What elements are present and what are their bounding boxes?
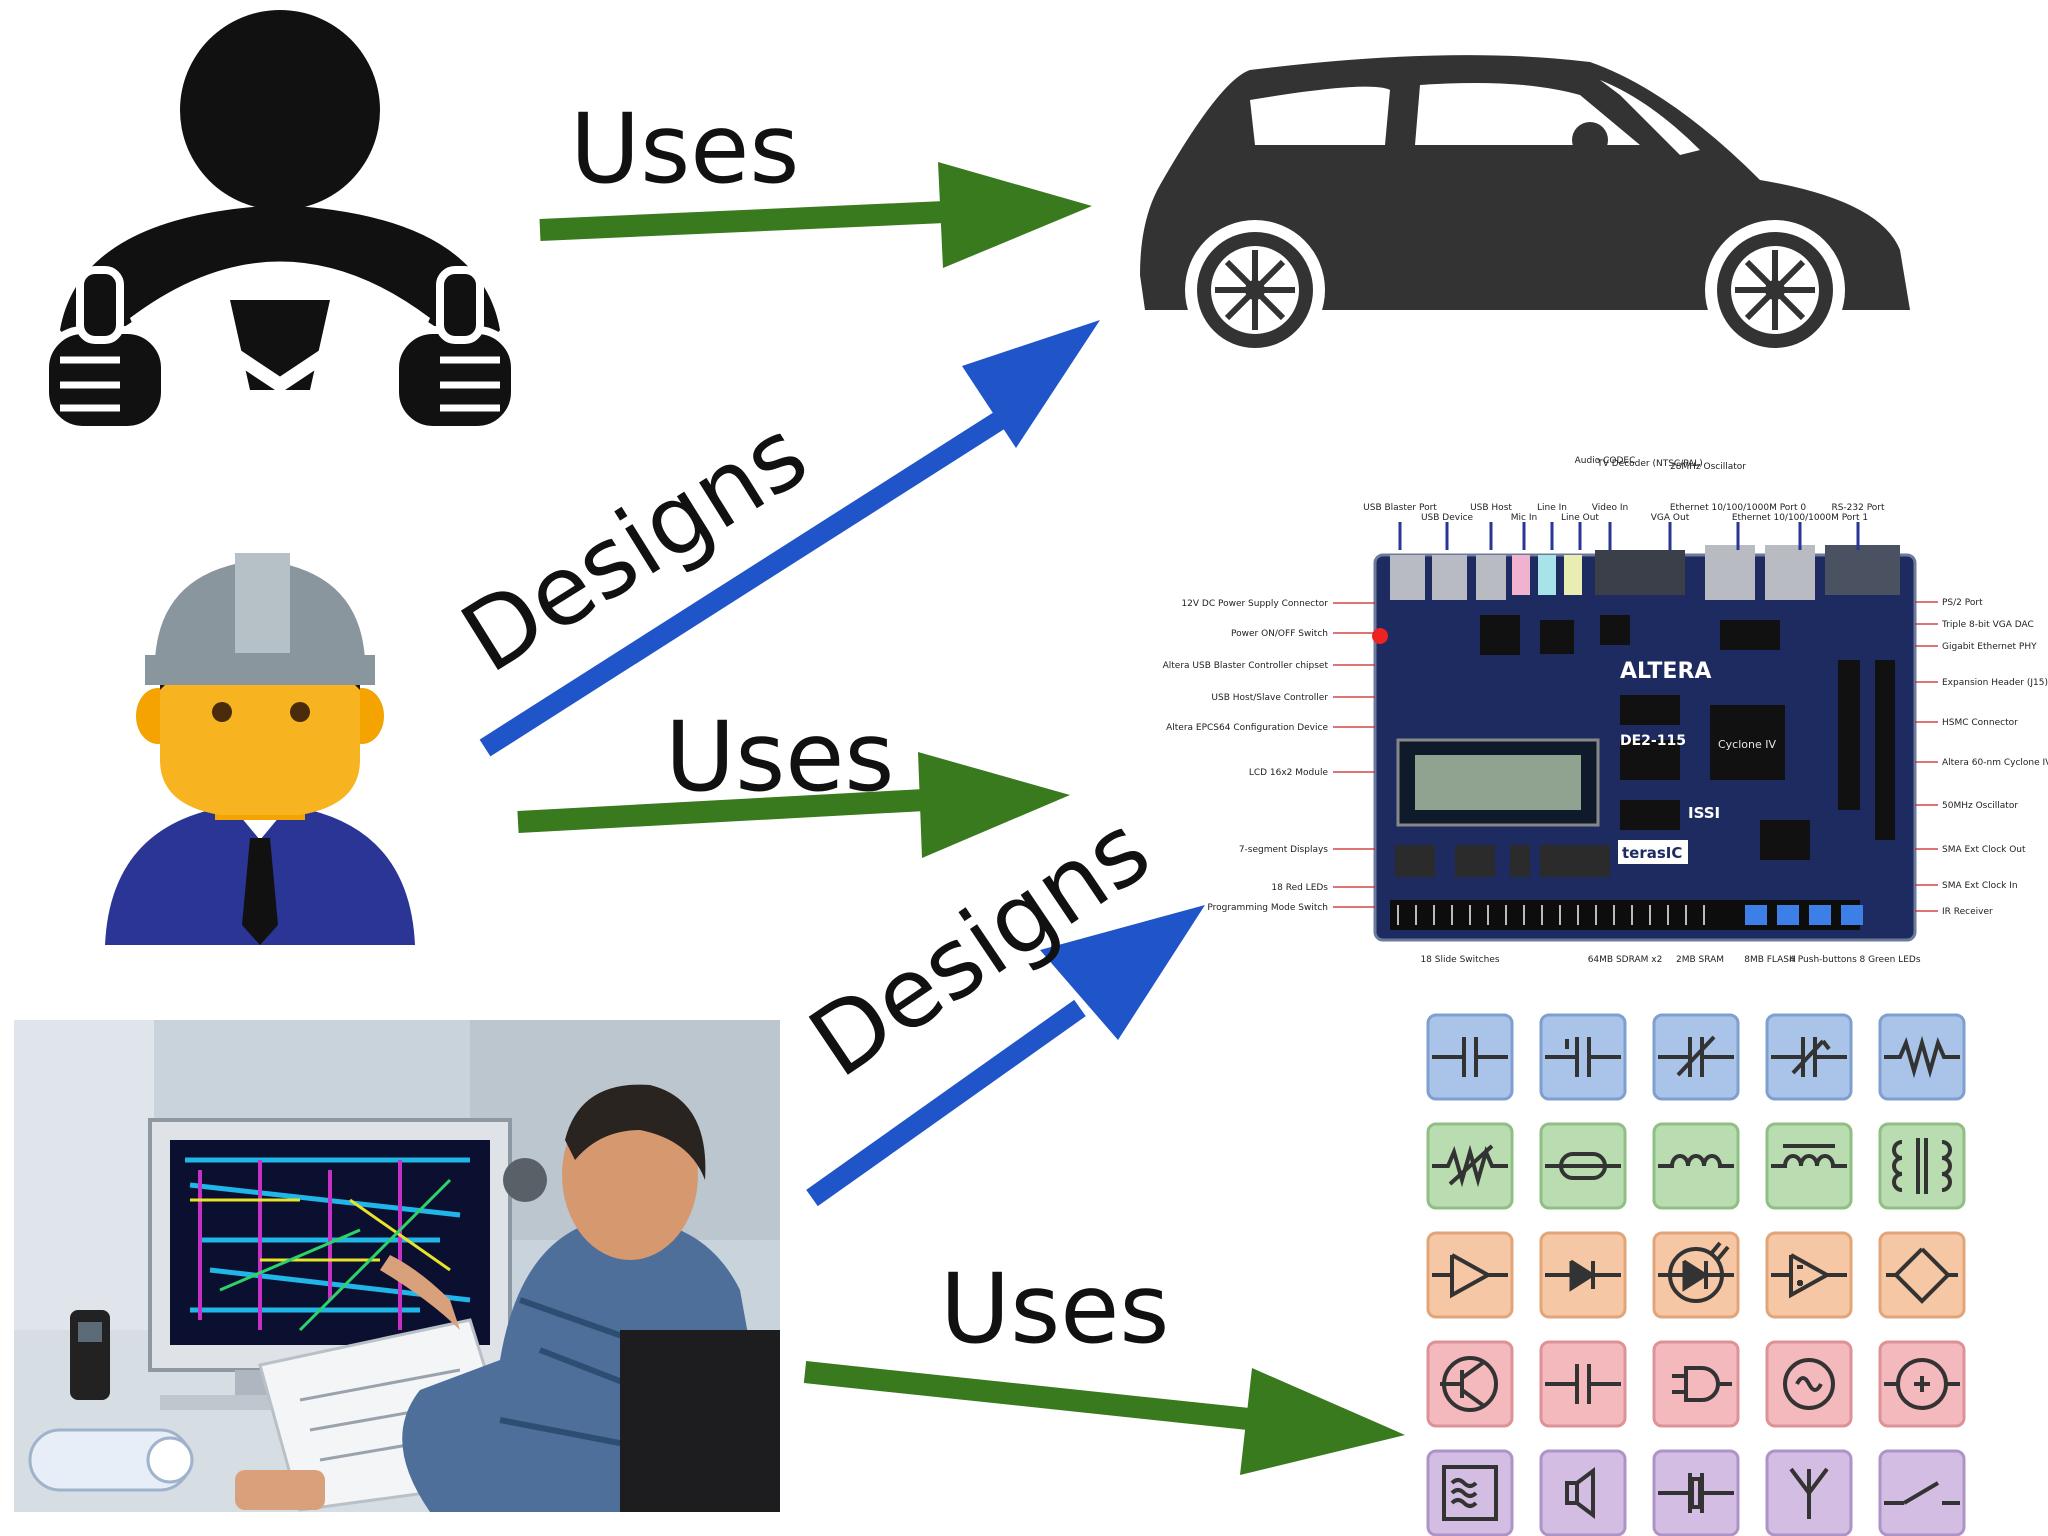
board-callout: PS/2 Port bbox=[1942, 598, 1983, 608]
board-callout: Altera 60-nm Cyclone IV E FPGA with 115K… bbox=[1942, 758, 2048, 768]
board-maker: terasIC bbox=[1622, 844, 1682, 862]
board-callout: 50MHz Oscillator bbox=[1942, 801, 2018, 811]
board-callout: HSMC Connector bbox=[1942, 718, 2018, 728]
diode-icon bbox=[1539, 1231, 1627, 1319]
board-callout: Expansion Header (J15) (with Protection … bbox=[1942, 678, 2048, 688]
board-callout: USB Device bbox=[1421, 513, 1474, 523]
board-callout: USB Host bbox=[1470, 503, 1512, 513]
switch-icon bbox=[1878, 1449, 1966, 1536]
led-icon bbox=[1652, 1231, 1740, 1319]
trimmer-capacitor-icon bbox=[1765, 1013, 1853, 1101]
op-amp-icon bbox=[1765, 1231, 1853, 1319]
label-engineer-uses-board: Uses bbox=[665, 701, 894, 813]
board-callout: 64MB SDRAM x2 bbox=[1588, 955, 1663, 965]
board-callout: USB Host/Slave Controller bbox=[1211, 693, 1328, 703]
capacitor-icon bbox=[1426, 1013, 1514, 1101]
antenna-icon bbox=[1765, 1449, 1853, 1536]
board-callout: SMA Ext Clock Out bbox=[1942, 845, 2026, 855]
board-callout: 28MHz Oscillator bbox=[1670, 462, 1746, 472]
chip-label: Cyclone IV bbox=[1718, 738, 1777, 751]
arrow-driver-uses-car: Uses bbox=[539, 93, 1092, 268]
variable-resistor-icon bbox=[1426, 1122, 1514, 1210]
plug-icon bbox=[1652, 1340, 1740, 1428]
fuse-icon bbox=[1539, 1122, 1627, 1210]
board-callout: 8MB FLASH bbox=[1744, 955, 1796, 965]
electronic-symbols-grid bbox=[1426, 1013, 1966, 1536]
board-callout: 18 Red LEDs bbox=[1271, 883, 1328, 893]
memory-brand: ISSI bbox=[1688, 804, 1720, 822]
board-callout: 4 Push-buttons bbox=[1789, 955, 1857, 965]
board-callout: Altera EPCS64 Configuration Device bbox=[1166, 723, 1328, 733]
board-callout: Video In bbox=[1592, 503, 1628, 513]
board-model: DE2-115 bbox=[1620, 733, 1686, 749]
amplifier-icon bbox=[1426, 1231, 1514, 1319]
pcb-designer-photo bbox=[14, 1020, 780, 1512]
arrow-engineer-uses-board: Uses bbox=[517, 701, 1070, 858]
board-callout: Programming Mode Switch bbox=[1207, 903, 1328, 913]
board-callout: VGA Out bbox=[1651, 513, 1690, 523]
board-callout: 2MB SRAM bbox=[1676, 955, 1724, 965]
board-brand: ALTERA bbox=[1620, 659, 1711, 684]
label-designer-uses-components: Uses bbox=[940, 1253, 1169, 1365]
board-callout: 7-segment Displays bbox=[1239, 845, 1328, 855]
board-callout: USB Blaster Port bbox=[1363, 503, 1437, 513]
board-callout: Mic In bbox=[1511, 513, 1537, 523]
board-callout: Line Out bbox=[1561, 513, 1599, 523]
board-callout: Ethernet 10/100/1000M Port 0 bbox=[1670, 503, 1807, 513]
board-callout: Altera USB Blaster Controller chipset bbox=[1163, 661, 1329, 671]
board-callout: LCD 16x2 Module bbox=[1249, 768, 1329, 778]
transistor-icon bbox=[1426, 1340, 1514, 1428]
board-callout: Triple 8-bit VGA DAC bbox=[1941, 620, 2034, 630]
iron-core-inductor-icon bbox=[1765, 1122, 1853, 1210]
resistor-icon bbox=[1878, 1013, 1966, 1101]
car-silhouette-icon bbox=[1140, 55, 1910, 360]
board-callout: Power ON/OFF Switch bbox=[1231, 629, 1328, 639]
board-callout: Line In bbox=[1537, 503, 1567, 513]
transformer-icon bbox=[1878, 1122, 1966, 1210]
bridge-rectifier-icon bbox=[1878, 1231, 1966, 1319]
ac-source-icon bbox=[1765, 1340, 1853, 1428]
board-callout: SMA Ext Clock In bbox=[1942, 881, 2018, 891]
board-callout: 18 Slide Switches bbox=[1420, 955, 1499, 965]
fpga-dev-board-image: Cyclone IV ALTERA DE2-115 terasIC ISSI U… bbox=[1163, 456, 2048, 965]
board-callout: 8 Green LEDs bbox=[1859, 955, 1920, 965]
board-callout: 12V DC Power Supply Connector bbox=[1181, 599, 1328, 609]
inductor-icon bbox=[1652, 1122, 1740, 1210]
variable-capacitor-icon bbox=[1652, 1013, 1740, 1101]
arrow-designer-designs-board: Designs bbox=[790, 793, 1205, 1207]
arrow-designer-uses-components: Uses bbox=[803, 1253, 1405, 1475]
driver-steering-wheel-icon bbox=[41, 10, 519, 434]
board-callout: Ethernet 10/100/1000M Port 1 bbox=[1732, 513, 1868, 523]
board-callout: TV Decoder (NTSC/PAL) bbox=[1596, 459, 1703, 469]
crystal-icon bbox=[1652, 1449, 1740, 1536]
speaker-icon bbox=[1539, 1449, 1627, 1536]
label-driver-uses-car: Uses bbox=[570, 93, 799, 205]
filter-icon bbox=[1426, 1449, 1514, 1536]
board-callout: IR Receiver bbox=[1942, 907, 1993, 917]
polarized-capacitor-icon bbox=[1539, 1013, 1627, 1101]
engineer-hard-hat-icon bbox=[105, 553, 415, 945]
arrow-engineer-designs-car: Designs bbox=[443, 320, 1100, 757]
dc-source-icon bbox=[1878, 1340, 1966, 1428]
board-callout: RS-232 Port bbox=[1831, 503, 1885, 513]
battery-icon bbox=[1539, 1340, 1627, 1428]
board-callout: Gigabit Ethernet PHY bbox=[1942, 642, 2037, 652]
board-callout: Audio CODEC bbox=[1575, 456, 1636, 466]
